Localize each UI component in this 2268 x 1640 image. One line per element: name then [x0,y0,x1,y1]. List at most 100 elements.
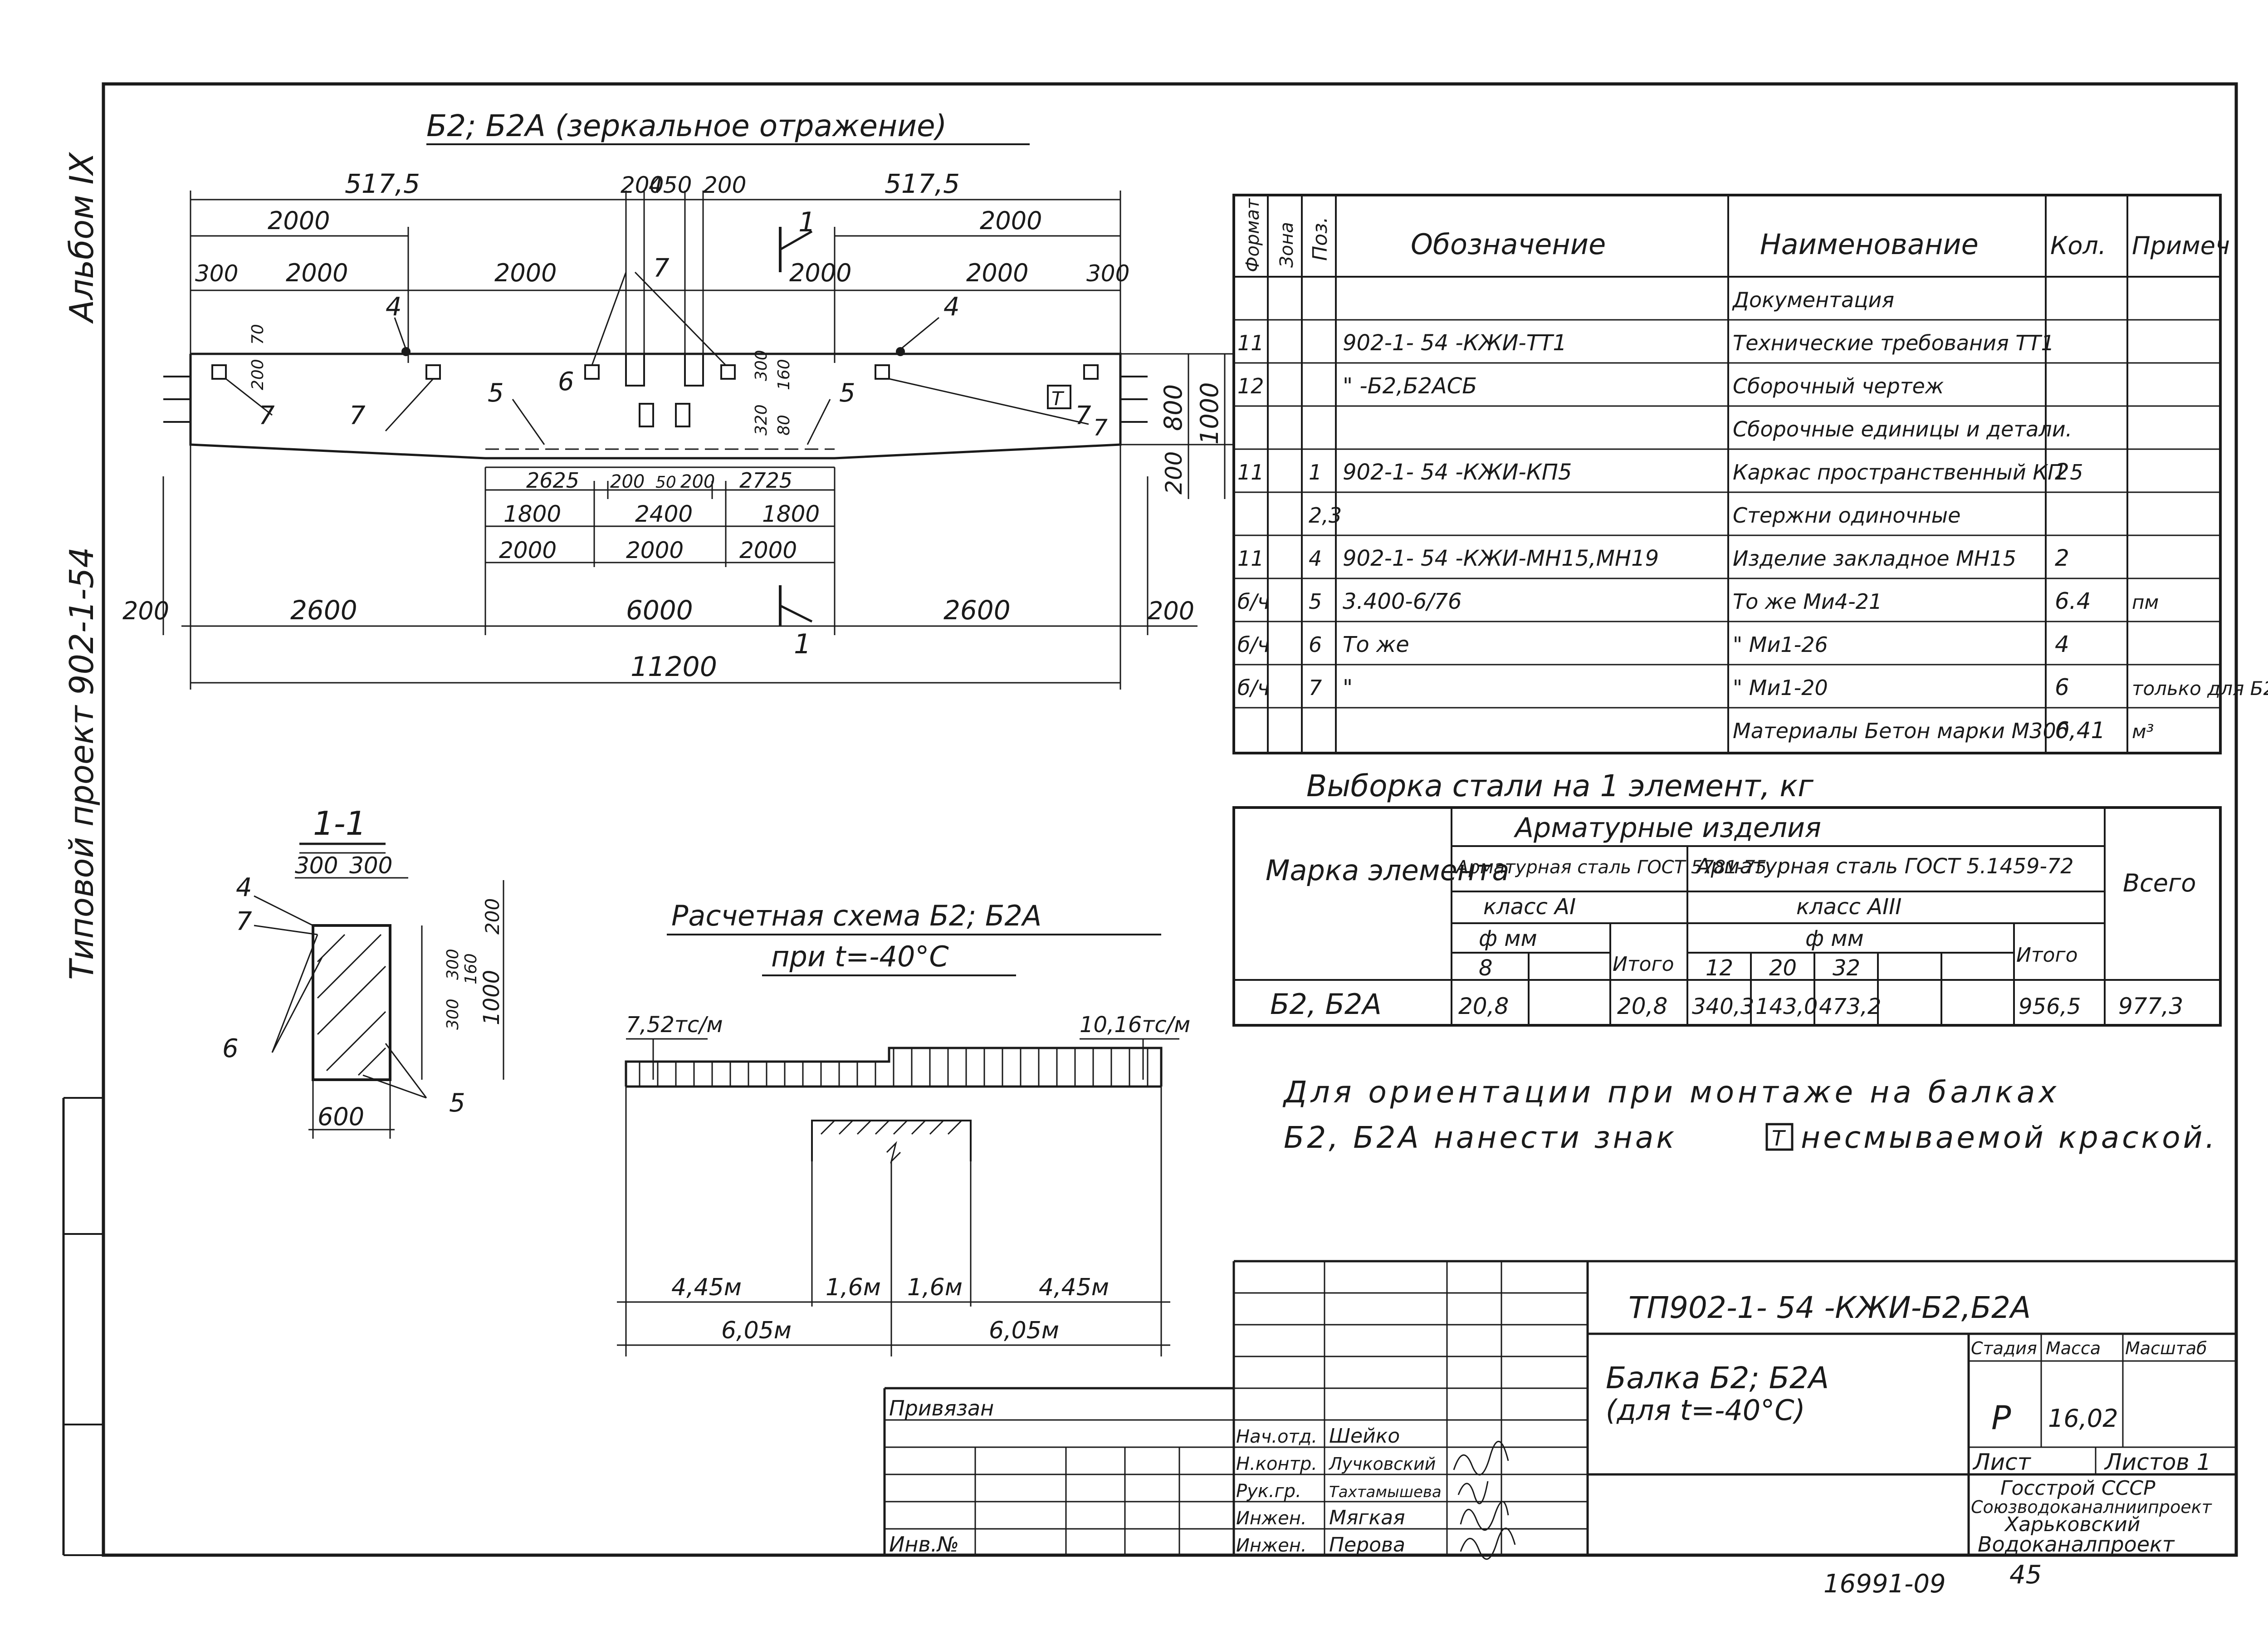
dim-top-5: 517,5 [885,168,960,199]
section-pos-7: 7 [236,907,252,936]
tb-mass: 16,02 [2048,1404,2118,1433]
spec-h-pos: Поз. [1309,217,1332,261]
steel-row-20: 143,0 [1755,994,1818,1019]
elev-pos-7-d: 7 [1075,401,1091,431]
dim-top-2: 200 [621,172,664,198]
doc-code: ТП902-1- 54 -КЖИ-Б2,Б2А [1628,1290,2031,1325]
spec-cell-name: Технические требования ТТ1 [1733,331,2054,355]
dim-vert-200: 200 [249,359,267,390]
mounting-note: Для ориентации при монтаже на балках Б2,… [1282,1075,2215,1155]
spec-cell-note: м³ [2132,720,2154,743]
dim-top-3: 450 [649,172,692,198]
dim-row4-3: 1800 [762,501,820,527]
beam-outline: T [163,347,1148,468]
tb-privyazan: Привязан [889,1396,994,1420]
steel-table: Выборка стали на 1 элемент, кг Марка эле… [1232,769,2222,1027]
steel-row-32: 473,2 [1819,994,1881,1019]
dim-row5-3: 2000 [739,537,797,563]
spec-cell-pos: 6 [1309,632,1322,657]
elev-pos-4-left: 4 [386,292,402,322]
section-dim-right-160: 160 [462,953,480,984]
elev-pos-7-a: 7 [259,401,275,431]
load-hatch [639,1048,1149,1087]
steel-h-class2: класс АIII [1796,894,1901,920]
calc-dim-1: 4,45м [671,1274,742,1301]
dim-inner-200b: 200 [680,471,715,492]
spec-cell-fmt: б/ч [1237,632,1270,657]
tb-role-4: Инжен. [1236,1508,1307,1529]
dim-top-4: 200 [703,172,746,198]
side-project-label: Типовой проект 902-1-54 [63,547,101,980]
spec-cell-fmt: 12 [1237,374,1264,398]
elevation-leaders [225,271,1089,445]
note-line2: Б2, Б2А нанести знак [1284,1120,1677,1155]
tb-h-mass: Масса [2046,1338,2101,1358]
dim-vert-320: 320 [752,404,771,436]
steel-h-total2: Итого [2016,944,2078,967]
calc-dim-5: 6,05м [721,1317,792,1344]
spec-cell-fmt: 11 [1237,546,1264,571]
spec-cell-designation: 3.400-6/76 [1343,589,1462,614]
tb-name-5: Перова [1329,1533,1405,1557]
dim-top-1: 517,5 [345,168,420,199]
spec-cell-designation: 902-1- 54 -КЖИ-КП5 [1343,460,1572,485]
dim-bottom-2600-left: 2600 [290,595,357,626]
tb-name-2: Лучковский [1328,1454,1436,1474]
calc-scheme: Расчетная схема Б2; Б2А при t=-40°C 7,52… [617,899,1190,1356]
page-number: 45 [2009,1560,2042,1590]
section-dim-top-2: 300 [349,852,392,879]
dim-total-11200: 11200 [631,651,717,683]
dim-vert-300: 300 [752,350,771,381]
dim-right-1000: 1000 [1195,382,1224,445]
dim-row3-1: 300 [195,260,238,287]
dim-inner-2625: 2625 [526,468,579,493]
tb-inv-no: Инв.№ [889,1532,959,1557]
load-right: 10,16тс/м [1080,1012,1190,1038]
spec-cell-name: Изделие закладное МН15 [1733,546,2016,571]
steel-h-group: Арматурные изделия [1513,812,1821,844]
steel-d2-32: 32 [1833,955,1860,981]
calc-subtitle: при t=-40°C [771,940,949,973]
dim-row2-2: 2000 [980,206,1042,235]
steel-h-all: Всего [2123,869,2196,897]
spec-cell-name: Сборочный чертеж [1733,374,1944,398]
dim-row4-1: 1800 [503,501,561,527]
spec-cell-pos: 2,3 [1309,503,1342,528]
spec-h-name: Наименование [1760,228,1979,261]
steel-row-8: 20,8 [1458,993,1509,1019]
steel-h-mark-1: Марка элемента [1266,854,1509,887]
elev-pos-5-right: 5 [839,378,855,408]
spec-cell-name: Документация [1732,288,1894,312]
dim-inner-50: 50 [655,473,676,492]
section-cut-mark-bottom: 1 [779,585,813,660]
dim-row3-5: 2000 [966,259,1028,287]
title-block: ТП902-1- 54 -КЖИ-Б2,Б2А Балка Б2; Б2А (д… [883,1260,2236,1560]
dim-bottom-200-left: 200 [122,597,169,625]
steel-row-mark: Б2, Б2А [1270,988,1382,1021]
calc-dim-6: 6,05м [989,1317,1059,1344]
dim-row2-1: 2000 [268,206,330,235]
dim-bottom-6000: 6000 [626,595,693,626]
dim-row3-4: 2000 [789,259,851,287]
section-body [312,924,391,1081]
spec-cell-qty: 6,41 [2055,717,2105,744]
spec-h-note: Примеч [2132,231,2230,260]
section-mark-bottom: 1 [794,628,811,660]
dim-row5-1: 2000 [499,537,557,563]
dim-vert-160: 160 [775,359,793,390]
elev-pos-7-b: 7 [349,401,366,431]
spec-h-qty: Кол. [2050,231,2106,260]
spec-cell-qty: 2 [2055,459,2069,485]
mark-T-elevation: T [1051,387,1065,410]
spec-cell-pos: 1 [1309,460,1322,485]
dim-row3-3: 2000 [494,259,557,287]
tb-sheets: Листов 1 [2104,1449,2211,1475]
tb-name-4: Мягкая [1329,1506,1405,1529]
section-dim-right-300b: 300 [444,999,462,1030]
steel-title: Выборка стали на 1 элемент, кг [1306,769,1813,803]
steel-h-diam2: ф мм [1805,926,1864,951]
spec-cell-designation: 902-1- 54 -КЖИ-МН15,МН19 [1343,546,1659,571]
spec-cell-name: Стержни одиночные [1733,503,1960,528]
section-pos-4: 4 [236,873,252,902]
tb-role-3: Рук.гр. [1236,1481,1301,1502]
